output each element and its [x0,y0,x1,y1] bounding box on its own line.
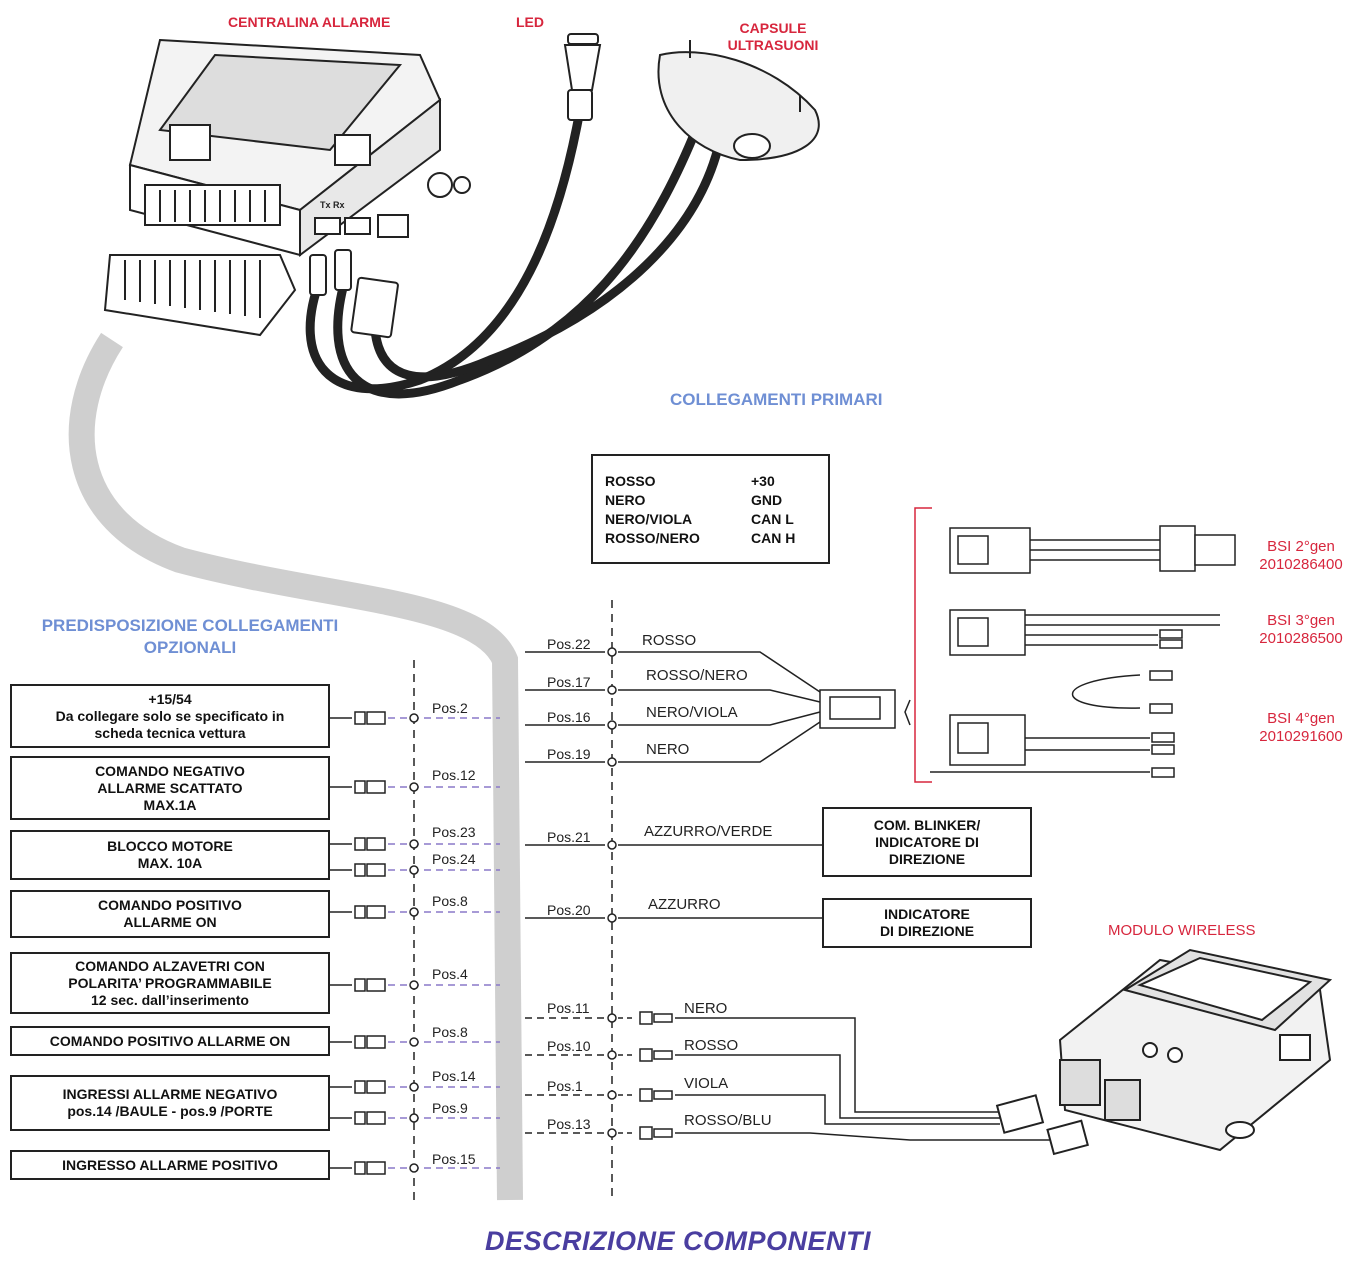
optional-box-alzavetri: COMANDO ALZAVETRI CON POLARITA’ PROGRAMM… [10,952,330,1014]
pin-label: Pos.20 [547,902,591,918]
label-capsule-1: CAPSULE [739,20,807,36]
box-com-blinker: COM. BLINKER/ INDICATORE DI DIREZIONE [822,807,1032,877]
label-led: LED [516,14,544,30]
label-txrx: Tx Rx [320,200,345,210]
pin-label: Pos.15 [432,1151,476,1167]
optional-box-neg-allarme: COMANDO NEGATIVO ALLARME SCATTATO MAX.1A [10,756,330,820]
optional-wires [330,711,386,1175]
bsi-4-gen: BSI 4°gen [1267,710,1335,727]
optional-dashed-wires [388,717,500,1169]
pin-label: Pos.24 [432,851,476,867]
pin-label: Pos.4 [432,966,468,982]
pin-label: Pos.17 [547,674,591,690]
pin-label: Pos.8 [432,893,468,909]
optional-box-positivo-on-2: COMANDO POSITIVO ALLARME ON [10,1026,330,1056]
section-opzionali-2: OPZIONALI [143,638,237,657]
footer-title: DESCRIZIONE COMPONENTI [484,1226,872,1256]
black-cables [305,105,725,399]
main-harness [68,332,523,1201]
wireless-pin-circles [607,1011,673,1140]
optional-box-positivo-on: COMANDO POSITIVO ALLARME ON [10,890,330,938]
box-indicatore-direzione: INDICATORE DI DIREZIONE [822,898,1032,948]
label-capsule-2: ULTRASUONI [727,37,819,53]
optional-box-15-54: +15/54 Da collegare solo se specificato … [10,684,330,748]
section-primari: COLLEGAMENTI PRIMARI [670,390,883,409]
pin-label: Pos.21 [547,829,591,845]
pin-label: Pos.12 [432,767,476,783]
optional-pin-circles [409,713,419,1173]
control-unit-drawing [128,38,471,257]
wire-label: NERO [646,741,690,758]
wire-label: NERO/VIOLA [646,704,738,721]
pin-label: Pos.22 [547,636,591,652]
optional-box-ingresso-positivo: INGRESSO ALLARME POSITIVO [10,1150,330,1180]
led-drawing [563,33,602,121]
pin-label: Pos.2 [432,700,468,716]
pin-label: Pos.9 [432,1100,468,1116]
optional-box-blocco-motore: BLOCCO MOTORE MAX. 10A [10,830,330,880]
primary-wires [525,651,822,919]
bsi-bracket [914,507,932,783]
bsi-2-gen: BSI 2°gen [1267,538,1335,555]
pin-label: Pos.23 [432,824,476,840]
primary-pin-circles [607,647,617,923]
optional-box-ingressi-negativo: INGRESSI ALLARME NEGATIVO pos.14 /BAULE … [10,1075,330,1131]
label-modulo-wireless: MODULO WIRELESS [1108,922,1256,939]
pin-label: Pos.1 [547,1078,583,1094]
wireless-wires [525,1017,1050,1141]
pin-label: Pos.14 [432,1068,476,1084]
wire-label: NERO [684,1000,728,1017]
ultrasound-capsule-drawing [657,40,820,162]
pin-label: Pos.8 [432,1024,468,1040]
wire-label: VIOLA [684,1075,729,1092]
label-centralina: CENTRALINA ALLARME [228,14,391,30]
wire-label: AZZURRO/VERDE [644,823,773,840]
legend-row: ROSSO+30 [605,473,775,489]
pin-label: Pos.13 [547,1116,591,1132]
main-plug-drawing [103,254,297,337]
wire-label: ROSSO/NERO [646,667,748,684]
pin-label: Pos.10 [547,1038,591,1054]
wire-label: ROSSO/BLU [684,1112,772,1129]
wireless-module-drawing [995,948,1333,1156]
can-connector-drawing [819,689,911,729]
small-connectors [309,249,399,339]
pin-label: Pos.16 [547,709,591,725]
pin-label: Pos.19 [547,746,591,762]
bsi-3-gen: BSI 3°gen [1267,612,1335,629]
pin-label: Pos.11 [547,1000,590,1016]
wire-label: AZZURRO [648,896,721,913]
bsi-3-code: 2010286500 [1259,630,1343,647]
wire-label: ROSSO [684,1037,739,1054]
bsi-2-code: 2010286400 [1259,556,1343,573]
section-opzionali-1: PREDISPOSIZIONE COLLEGAMENTI [41,616,339,635]
wire-label: ROSSO [642,632,697,649]
bsi-connectors [930,525,1236,778]
bsi-4-code: 2010291600 [1259,728,1343,745]
